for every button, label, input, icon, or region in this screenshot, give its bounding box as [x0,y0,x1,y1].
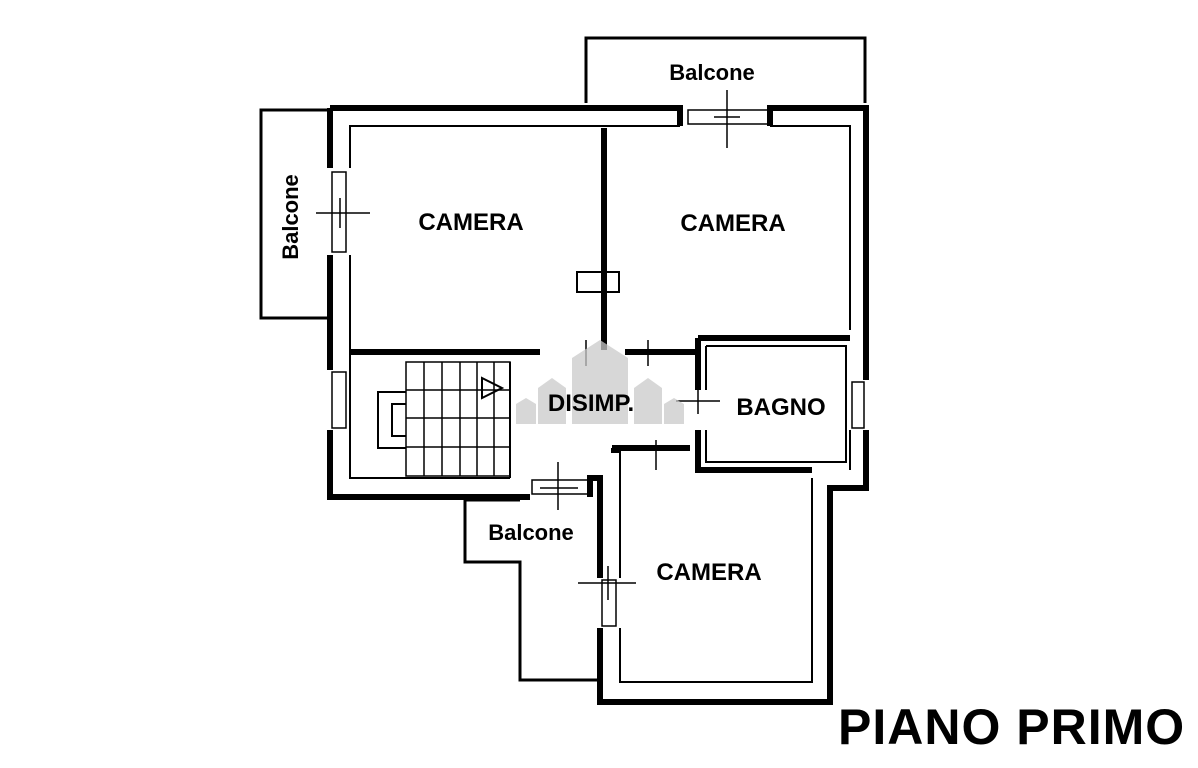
room-label-camera-top-right: CAMERA [680,210,785,237]
staircase [377,361,511,477]
balcony-label-left: Balcone [278,174,303,260]
balcony-left [259,108,330,320]
room-label-camera-top-left: CAMERA [418,209,523,236]
room-label-bagno: BAGNO [736,394,825,421]
balcony-label-top: Balcone [669,60,755,85]
watermark-houses [516,340,684,424]
room-label-disimpegno: DISIMP. [548,390,634,417]
room-label-camera-bottom: CAMERA [656,559,761,586]
balcony-label-bottom: Balcone [488,520,574,545]
interior-walls [350,128,850,478]
outer-walls [327,105,869,705]
windows [331,109,865,627]
balcony-top [584,36,867,103]
floor-title: PIANO PRIMO [838,699,1186,755]
opening-marks [316,90,740,600]
